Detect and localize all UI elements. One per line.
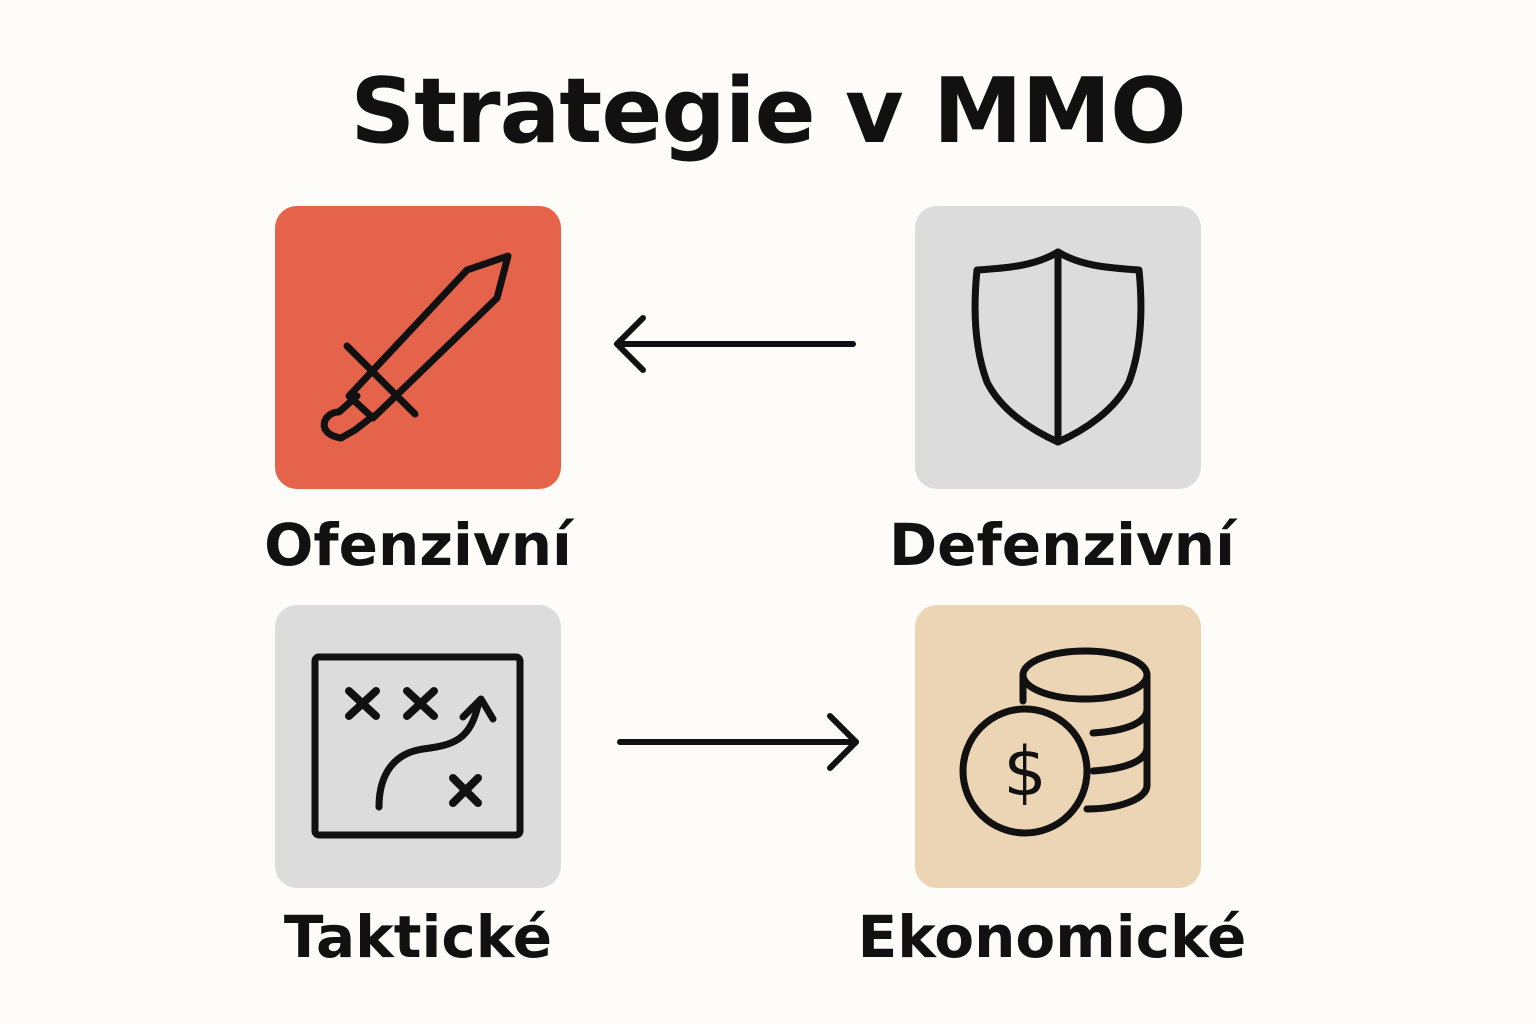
diagram-title: Strategie v MMO [350, 59, 1186, 164]
offensive-label: Ofenzivní [264, 511, 572, 579]
tactical-tile [275, 605, 561, 888]
tactics-board-icon [311, 653, 524, 839]
tactical-label: Taktické [283, 903, 553, 971]
arrow-defensive-to-offensive [614, 315, 856, 373]
arrow-tactical-to-economic [617, 713, 859, 771]
defensive-tile [915, 206, 1201, 489]
sword-icon [320, 252, 512, 442]
defensive-label: Defenzivní [889, 511, 1235, 579]
coins-dollar-icon: $ [959, 647, 1151, 837]
shield-icon [971, 248, 1145, 446]
offensive-tile [275, 206, 561, 489]
svg-text:$: $ [1003, 733, 1046, 812]
economic-label: Ekonomické [857, 903, 1247, 971]
economic-tile: $ [915, 605, 1201, 888]
